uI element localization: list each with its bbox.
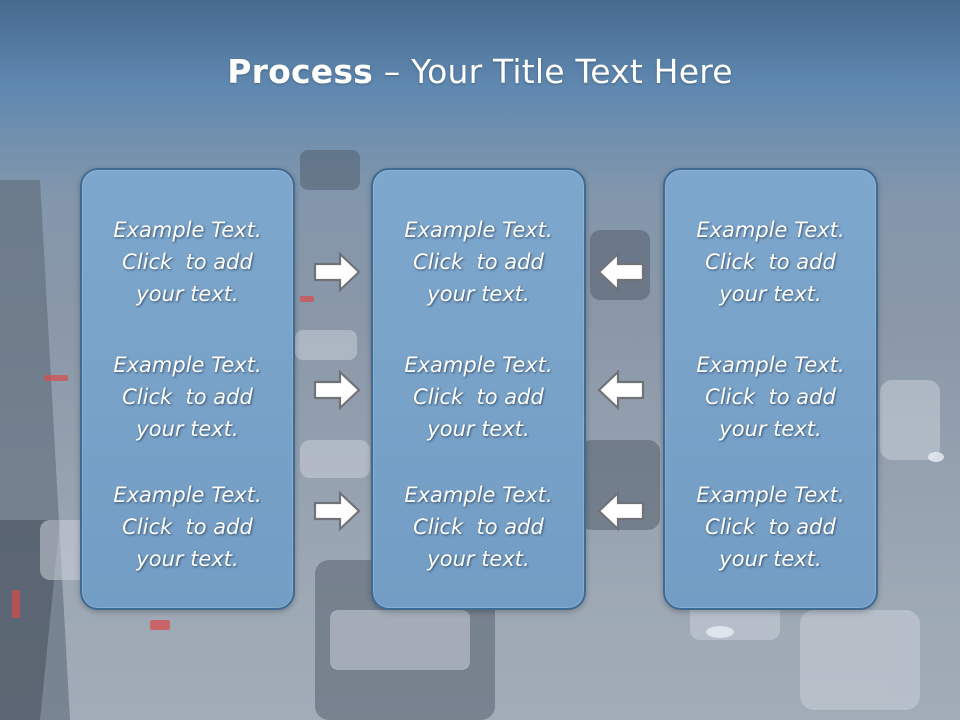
text-line: your text.	[136, 417, 239, 441]
text-line: Example Text.	[404, 218, 553, 242]
panel-text-block[interactable]: Example Text. Click to add your text.	[82, 479, 293, 575]
panel-text-block[interactable]: Example Text. Click to add your text.	[665, 214, 876, 310]
panel-text-block[interactable]: Example Text. Click to add your text.	[373, 479, 584, 575]
panel-text-block[interactable]: Example Text. Click to add your text.	[665, 479, 876, 575]
text-line: Example Text.	[696, 483, 845, 507]
text-line: Click to add	[122, 250, 253, 274]
text-line: Example Text.	[113, 218, 262, 242]
text-line: your text.	[136, 547, 239, 571]
text-line: Click to add	[705, 515, 836, 539]
text-line: your text.	[719, 547, 822, 571]
text-line: your text.	[719, 282, 822, 306]
title-bold-part: Process	[227, 52, 374, 91]
panel-text-block[interactable]: Example Text. Click to add your text.	[373, 349, 584, 445]
title-rest-part: – Your Title Text Here	[373, 52, 733, 91]
text-line: Example Text.	[696, 218, 845, 242]
process-panel-left[interactable]: Example Text. Click to add your text. Ex…	[80, 168, 295, 610]
panel-text-block[interactable]: Example Text. Click to add your text.	[82, 214, 293, 310]
text-line: Click to add	[122, 515, 253, 539]
arrow-left-icon[interactable]	[596, 368, 646, 412]
text-line: Click to add	[413, 385, 544, 409]
text-line: Click to add	[413, 515, 544, 539]
text-line: Example Text.	[404, 353, 553, 377]
arrow-left-icon[interactable]	[596, 250, 646, 294]
text-line: Click to add	[122, 385, 253, 409]
panel-text-block[interactable]: Example Text. Click to add your text.	[373, 214, 584, 310]
panel-text-block[interactable]: Example Text. Click to add your text.	[665, 349, 876, 445]
arrow-left-icon[interactable]	[596, 489, 646, 533]
text-line: Example Text.	[113, 353, 262, 377]
text-line: your text.	[719, 417, 822, 441]
panel-text-block[interactable]: Example Text. Click to add your text.	[82, 349, 293, 445]
text-line: Example Text.	[113, 483, 262, 507]
text-line: Example Text.	[696, 353, 845, 377]
text-line: your text.	[427, 282, 530, 306]
text-line: Click to add	[705, 385, 836, 409]
process-panel-center[interactable]: Example Text. Click to add your text. Ex…	[371, 168, 586, 610]
process-panel-right[interactable]: Example Text. Click to add your text. Ex…	[663, 168, 878, 610]
slide-title[interactable]: Process – Your Title Text Here	[0, 52, 960, 91]
arrow-right-icon[interactable]	[312, 250, 362, 294]
text-line: Example Text.	[404, 483, 553, 507]
arrow-right-icon[interactable]	[312, 368, 362, 412]
text-line: your text.	[136, 282, 239, 306]
arrow-right-icon[interactable]	[312, 489, 362, 533]
text-line: Click to add	[705, 250, 836, 274]
text-line: Click to add	[413, 250, 544, 274]
text-line: your text.	[427, 417, 530, 441]
text-line: your text.	[427, 547, 530, 571]
